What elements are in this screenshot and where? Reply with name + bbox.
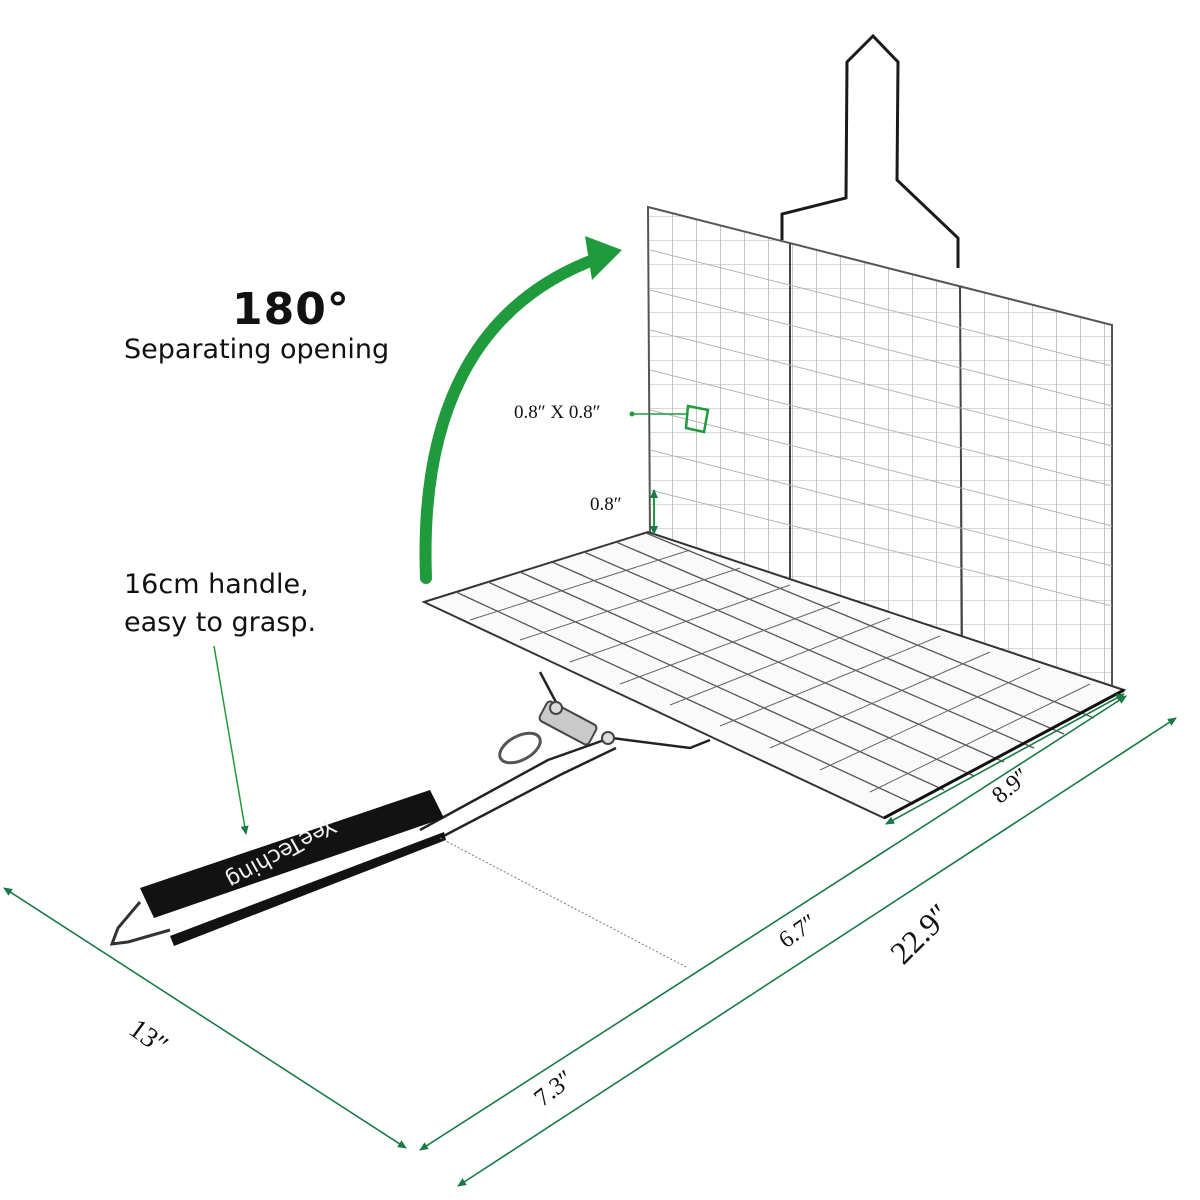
- rotation-caption: Separating opening: [124, 334, 390, 365]
- black-handle: [109, 790, 446, 946]
- upright-mesh-panel: [646, 205, 1113, 692]
- handle-note: 16cm handle, easy to grasp.: [124, 566, 316, 642]
- handle-note-line2: easy to grasp.: [124, 607, 317, 638]
- square-marker-icon: [684, 404, 710, 434]
- rotation-angle-label: 180°: [232, 284, 350, 335]
- mesh-size-marker: [629, 404, 710, 535]
- dimension-lines: [3, 693, 1177, 1187]
- mesh-size-label: 0.8″ X 0.8″: [514, 402, 601, 423]
- mesh-depth-label: 0.8″: [590, 494, 622, 515]
- handle-note-leader: [213, 645, 249, 835]
- handle-note-line1: 16cm handle,: [124, 569, 309, 600]
- curved-arrow-icon: [419, 236, 622, 584]
- projection-guide: [439, 837, 689, 969]
- top-wire-handle: [780, 33, 960, 268]
